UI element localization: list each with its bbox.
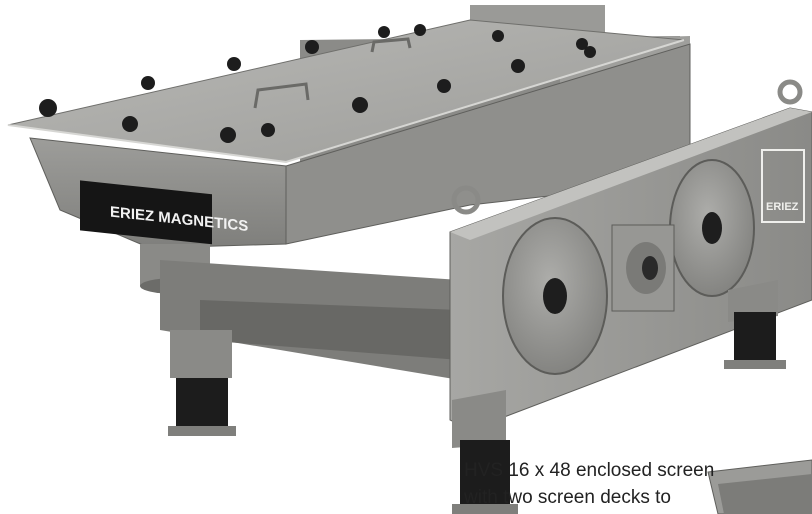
eriez-drive-badge: ERIEZ (761, 149, 805, 223)
photo-caption: HVS 16 x 48 enclosed screen with two scr… (464, 457, 804, 514)
caption-line-2: with two screen decks to (464, 487, 671, 508)
gearbox-center (611, 224, 675, 312)
base-frame (160, 260, 460, 380)
lid-clamp-knobs (39, 24, 596, 143)
svg-text:ERIEZ: ERIEZ (766, 201, 799, 213)
secondary-product-corner (707, 459, 812, 514)
support-legs (168, 280, 786, 514)
screener-lid (7, 19, 685, 164)
flywheel-disc-right (669, 159, 755, 297)
flywheel-disc-left (502, 217, 608, 375)
eriez-nameplate: ERIEZ MAGNETICS (80, 180, 248, 245)
caption-line-1: HVS 16 x 48 enclosed screen (464, 460, 715, 481)
